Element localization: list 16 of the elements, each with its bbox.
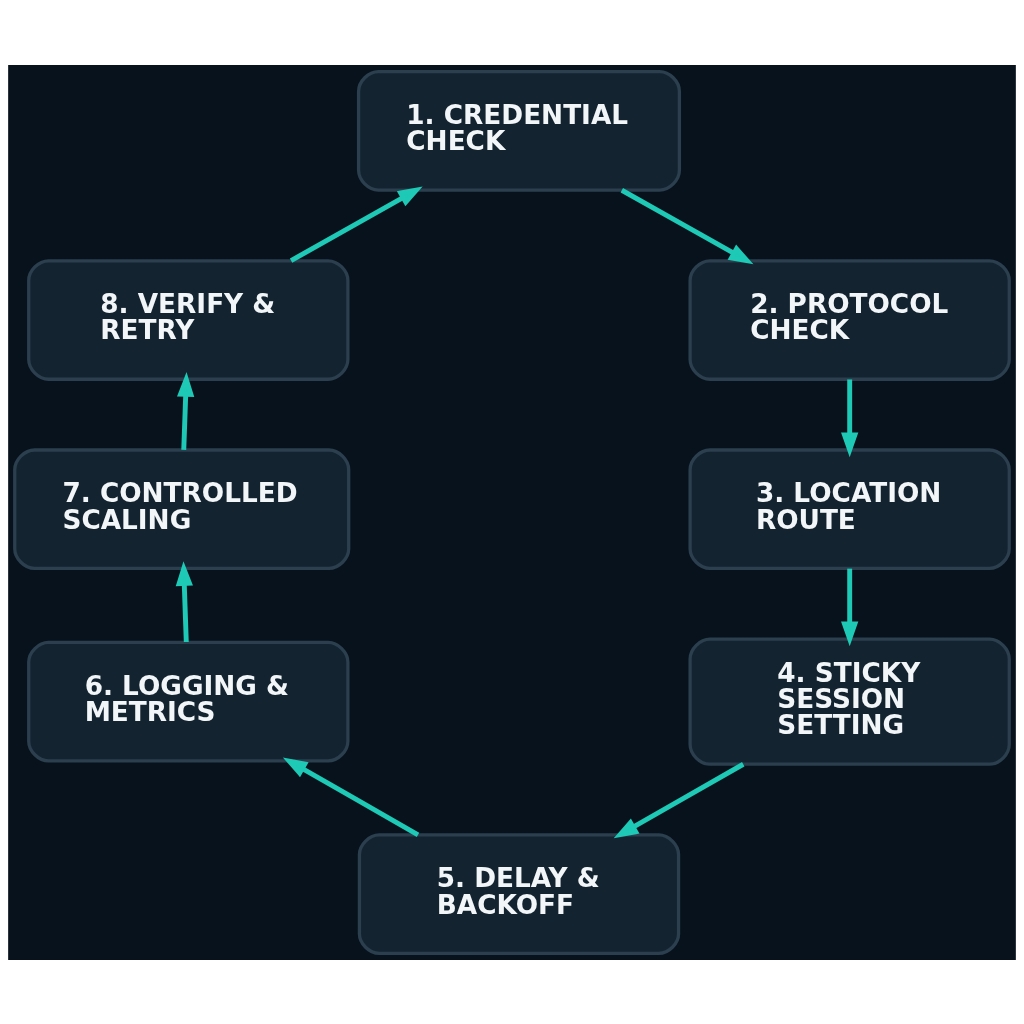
arrow bbox=[177, 371, 195, 450]
node-box: 4. STICKY SESSION SETTING bbox=[688, 637, 1011, 766]
node-box: 8. VERIFY & RETRY bbox=[27, 258, 350, 381]
arrow bbox=[841, 378, 859, 457]
node-box: 5. DELAY & BACKOFF bbox=[357, 832, 681, 955]
node-box: 6. LOGGING & METRICS bbox=[27, 640, 350, 763]
arrow bbox=[620, 187, 754, 264]
node-box: 3. LOCATION ROUTE bbox=[688, 447, 1011, 570]
arrow bbox=[175, 560, 193, 642]
node-box: 7. CONTROLLED SCALING bbox=[13, 447, 351, 570]
arrow bbox=[282, 756, 420, 837]
node-box: 1. CREDENTIAL CHECK bbox=[356, 69, 682, 192]
arrow bbox=[289, 186, 423, 263]
node-box: 2. PROTOCOL CHECK bbox=[688, 258, 1011, 381]
arrow bbox=[613, 761, 745, 838]
arrow bbox=[841, 568, 859, 646]
